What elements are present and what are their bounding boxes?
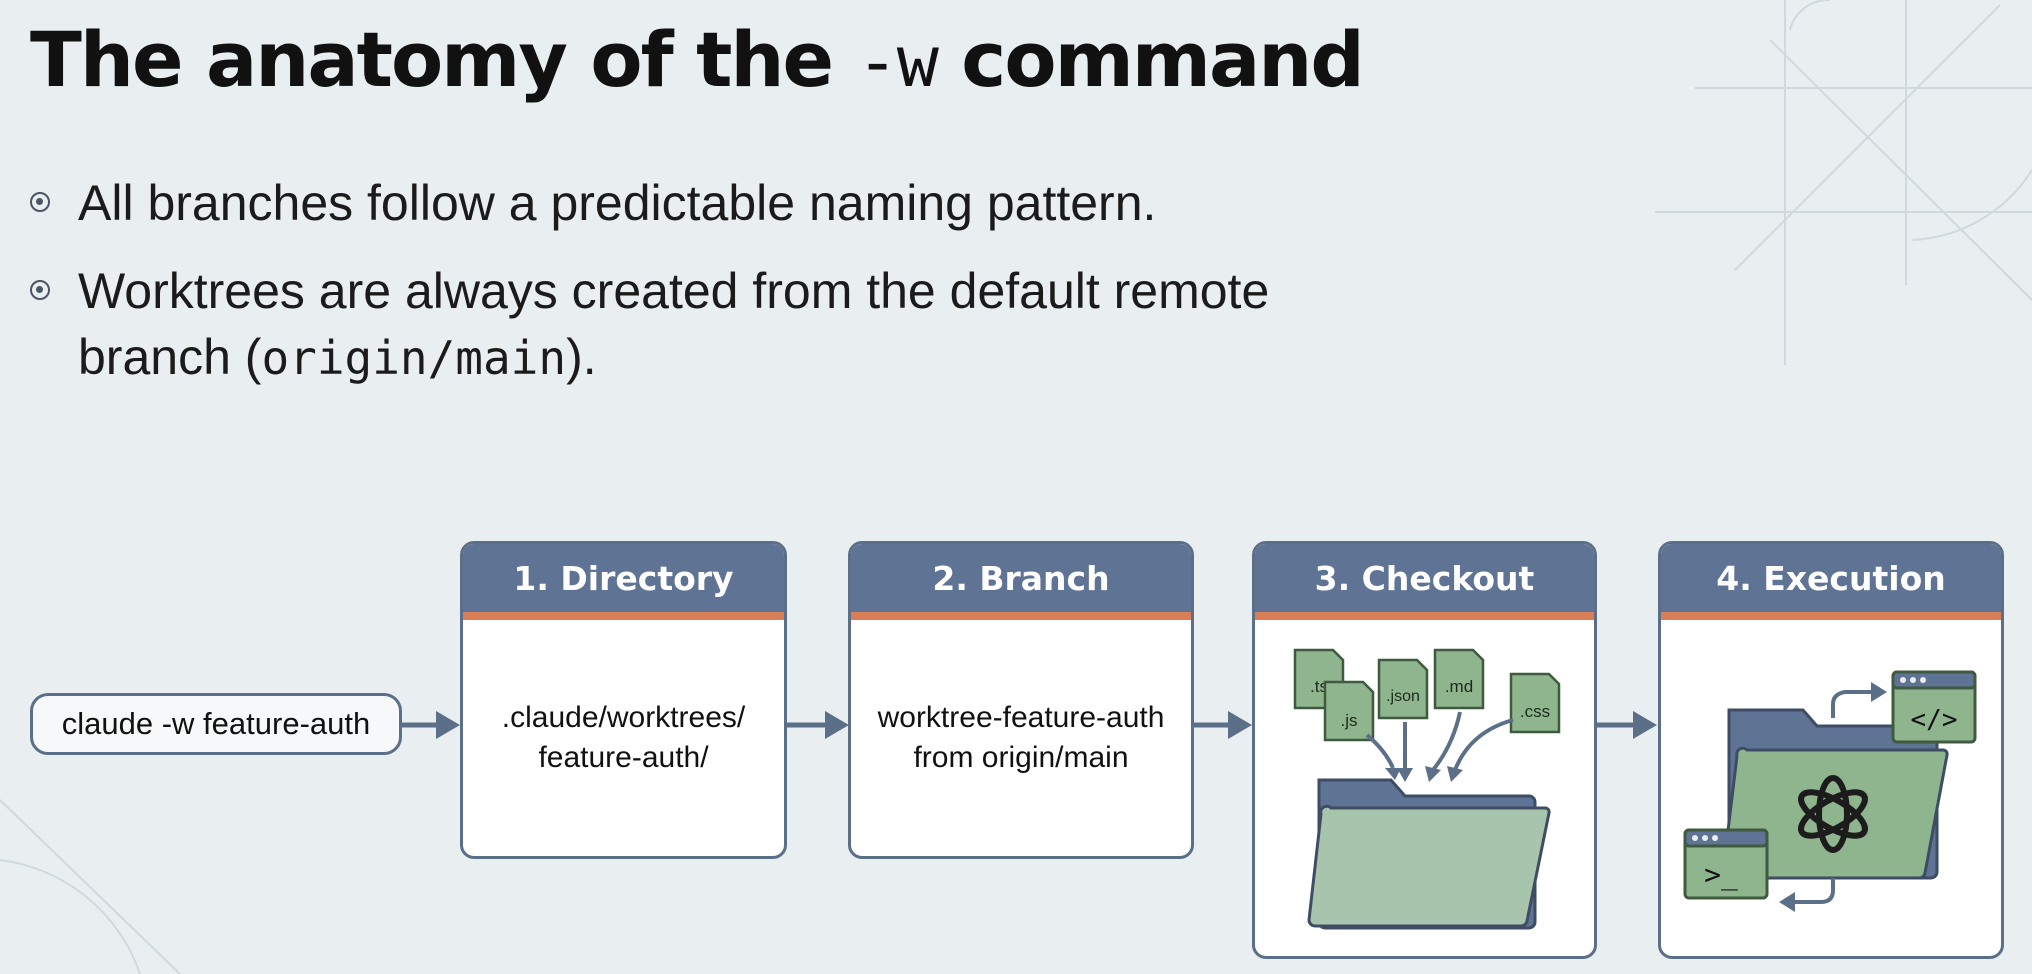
file-ext-label: .json xyxy=(1386,688,1420,705)
title-flag: -w xyxy=(856,21,939,103)
file-ext-label: .css xyxy=(1520,702,1550,721)
step-header: 2. Branch xyxy=(851,544,1191,620)
file-ext-label: .md xyxy=(1445,677,1473,696)
step-card-branch: 2. Branch worktree-feature-auth from ori… xyxy=(848,541,1194,859)
arrow-to-execution xyxy=(1597,711,1657,739)
execution-folder-icon: </> >_ xyxy=(1683,670,1977,912)
folder-files-icon: .ts .js .json .md .css xyxy=(1293,648,1561,930)
terminal-glyph: >_ xyxy=(1704,858,1738,892)
code-glyph: </> xyxy=(1911,705,1958,735)
bullet-item: All branches follow a predictable naming… xyxy=(28,170,1428,236)
directory-path-line2: feature-auth/ xyxy=(538,741,709,774)
step-body: worktree-feature-auth from origin/main xyxy=(851,620,1191,856)
file-md-icon: .md xyxy=(1433,648,1485,710)
file-ext-label: .js xyxy=(1341,711,1358,730)
arrow-to-checkout xyxy=(1194,711,1252,739)
file-json-icon: .json xyxy=(1377,658,1429,720)
step-header: 3. Checkout xyxy=(1255,544,1594,620)
bullet-list: All branches follow a predictable naming… xyxy=(28,170,1428,413)
command-text: claude -w feature-auth xyxy=(61,706,371,741)
page-title: The anatomy of the -w command xyxy=(30,14,1365,108)
ai-knot-icon xyxy=(1798,775,1868,853)
code-window-icon: </> xyxy=(1891,670,1977,744)
title-text: The anatomy of the xyxy=(30,15,857,104)
bullet-text-line2-prefix: branch ( xyxy=(78,329,262,385)
directory-path-line1: .claude/worktrees/ xyxy=(501,701,746,734)
bullet-text-line2-suffix: ). xyxy=(566,329,597,385)
step-body: .ts .js .json .md .css xyxy=(1255,620,1594,956)
step-body: .claude/worktrees/ feature-auth/ xyxy=(463,620,784,856)
step-header: 4. Execution xyxy=(1661,544,2001,620)
flow-arrows xyxy=(1791,690,1873,904)
step-header: 1. Directory xyxy=(463,544,784,620)
command-pill: claude -w feature-auth xyxy=(30,693,402,755)
step-body: </> >_ xyxy=(1661,620,2001,956)
step-card-directory: 1. Directory .claude/worktrees/ feature-… xyxy=(460,541,787,859)
bullet-item: Worktrees are always created from the de… xyxy=(28,258,1428,391)
terminal-window-icon: >_ xyxy=(1683,828,1769,900)
step-card-execution: 4. Execution </> xyxy=(1658,541,2004,959)
bullet-text-line1: Worktrees are always created from the de… xyxy=(78,263,1270,319)
branch-name: worktree-feature-auth xyxy=(877,701,1165,734)
bullet-text: All branches follow a predictable naming… xyxy=(78,175,1157,231)
file-ext-label: .ts xyxy=(1310,677,1328,696)
bullet-code: origin/main xyxy=(261,331,567,385)
merge-arrows xyxy=(1365,711,1514,772)
file-css-icon: .css xyxy=(1509,672,1561,734)
arrow-to-branch xyxy=(787,711,849,739)
step-card-checkout: 3. Checkout .ts .js .json .md .css xyxy=(1252,541,1597,959)
bullet-marker-icon xyxy=(30,280,50,300)
branch-source: from origin/main xyxy=(913,741,1129,774)
title-suffix: command xyxy=(936,15,1364,104)
arrow-to-directory xyxy=(402,711,460,739)
bullet-marker-icon xyxy=(30,192,50,212)
file-js-icon: .js xyxy=(1323,680,1375,742)
